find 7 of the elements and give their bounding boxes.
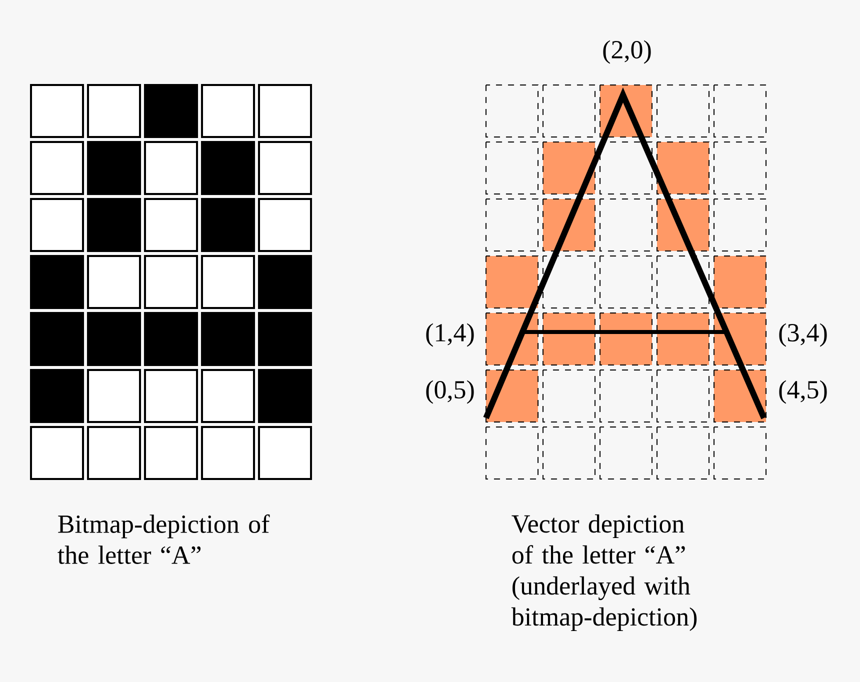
- caption: Vector depiction of the letter “A” (underlayed with bitmap-depiction): [511, 514, 697, 631]
- coordinate-label: (3,4): [779, 323, 827, 347]
- coordinate-label: (1,4): [426, 323, 474, 347]
- coordinate-label: (4,5): [779, 380, 827, 404]
- caption: Bitmap-depiction of the letter “A”: [58, 514, 270, 564]
- coordinate-label: (0,5): [426, 380, 474, 404]
- coordinate-label: (2,0): [603, 40, 651, 64]
